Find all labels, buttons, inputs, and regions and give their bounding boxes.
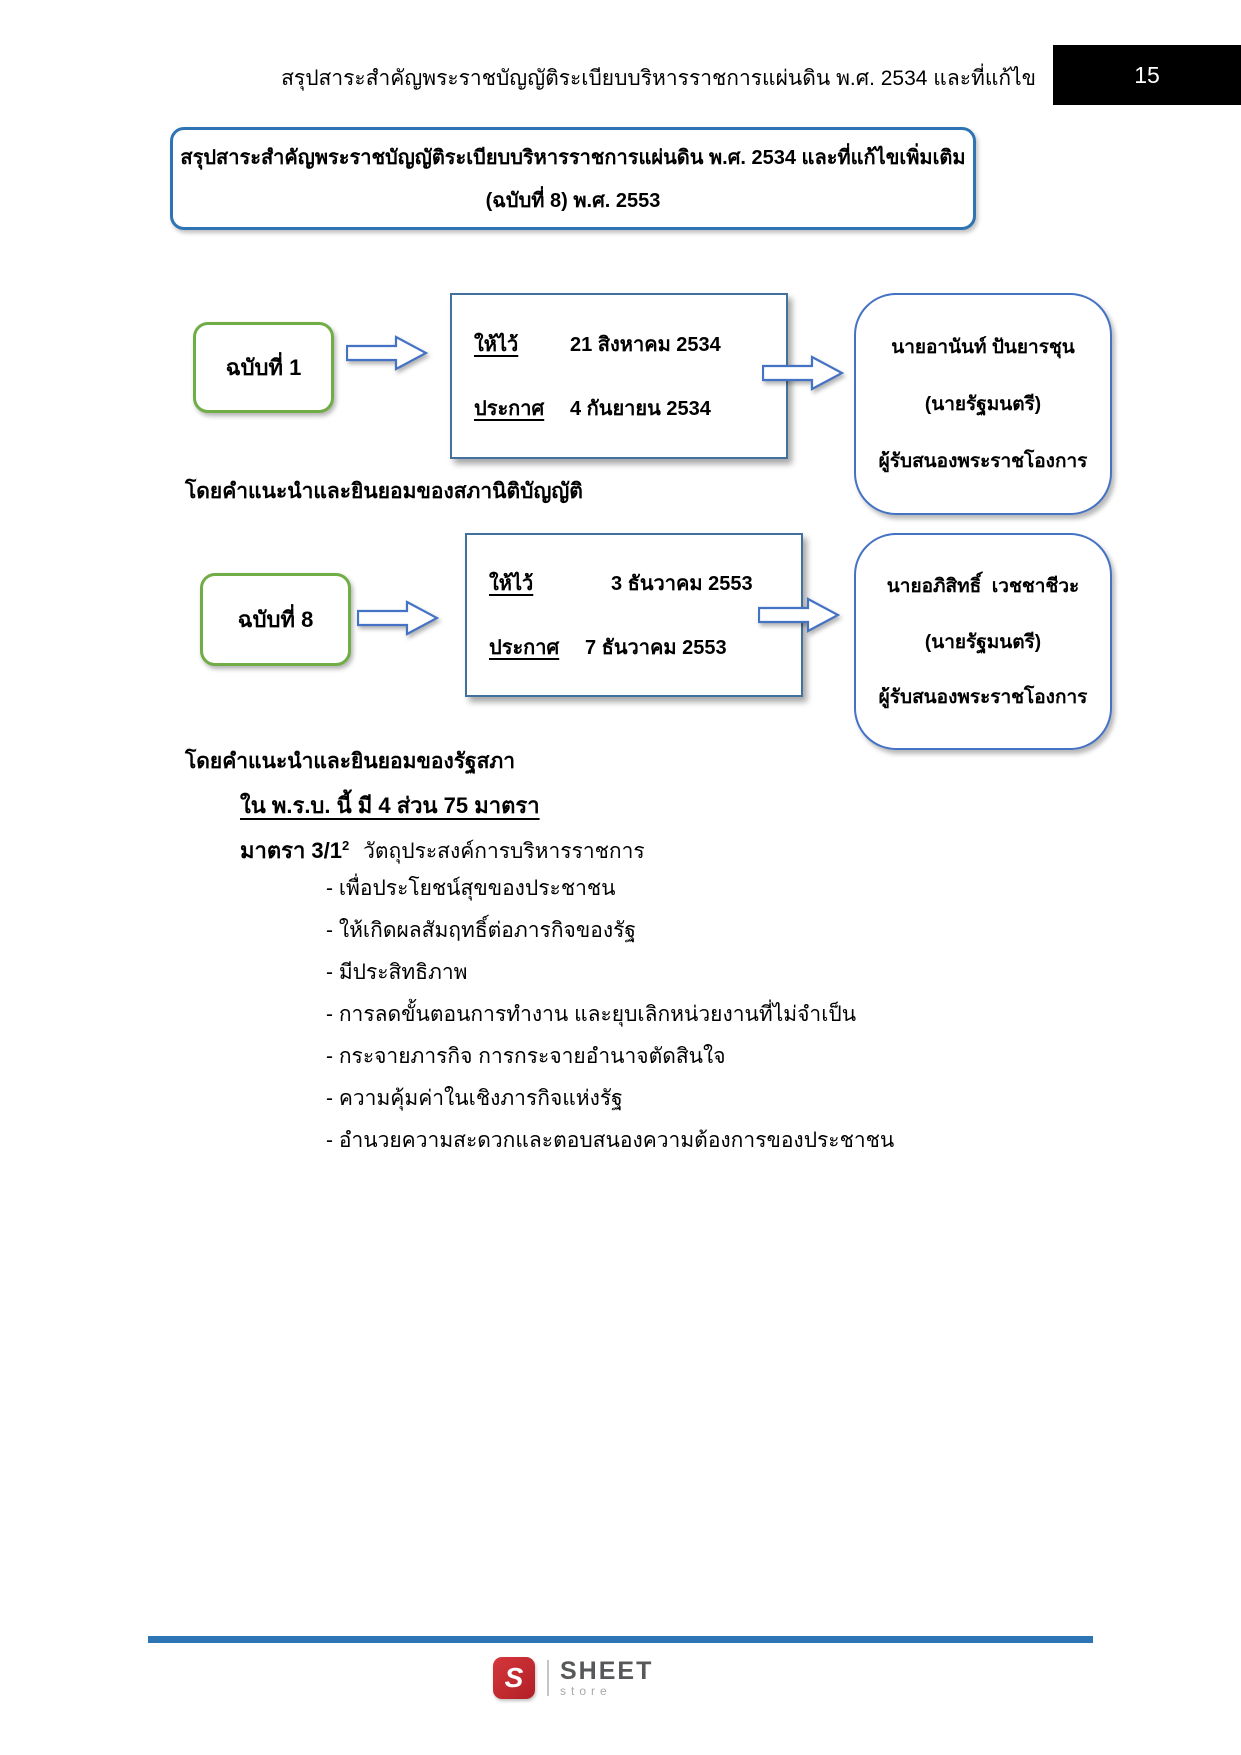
footer-divider-bar [148,1636,1093,1643]
document-title-line2: (ฉบับที่ 8) พ.ศ. 2553 [485,190,661,212]
signer-role: ผู้รับสนองพระราชโองการ [878,687,1088,709]
given-date: 3 ธันวาคม 2553 [611,573,753,595]
edition-1-dates-box: ให้ไว้ 21 สิงหาคม 2534 ประกาศ 4 กันยายน … [450,293,788,459]
edition-8-box: ฉบับที่ 8 [200,573,351,666]
flow-arrow-icon [346,335,428,371]
signer-name: นายอภิสิทธิ์ เวชชาชีวะ [886,575,1080,597]
edition-8-consent-note: โดยคำแนะนำและยินยอมของรัฐสภา [185,750,516,773]
document-title-line1: สรุปสาระสำคัญพระราชบัญญัติระเบียบบริหารร… [180,147,966,169]
given-label: ให้ไว้ [474,333,519,356]
given-date-line: ให้ไว้ 3 ธันวาคม 2553 [489,567,801,599]
edition-1-consent-note: โดยคำแนะนำและยินยอมของสภานิติบัญญัติ [185,480,583,503]
announce-date: 4 กันยายน 2534 [570,398,711,421]
flow-arrow-icon [762,355,844,391]
page-number-box: 15 [1053,45,1241,105]
objective-item: - การลดขั้นตอนการทำงาน และยุบเลิกหน่วยงา… [326,1003,857,1026]
announce-label: ประกาศ [474,398,545,421]
objective-item: - ให้เกิดผลสัมฤทธิ์ต่อภารกิจของรัฐ [326,919,636,942]
document-title-box: สรุปสาระสำคัญพระราชบัญญัติระเบียบบริหารร… [170,127,976,230]
act-summary-heading: ใน พ.ร.บ. นี้ มี 4 ส่วน 75 มาตรา [240,793,540,818]
article-label: มาตรา 3/1 [240,838,343,863]
logo-brand-subtitle: store [560,1684,612,1698]
objective-item: - กระจายภารกิจ การกระจายอำนาจตัดสินใจ [326,1045,726,1068]
signer-title: (นายรัฐมนตรี) [924,631,1042,653]
signer-role: ผู้รับสนองพระราชโองการ [878,451,1088,472]
flow-arrow-icon [357,600,439,636]
objective-item: - ความคุ้มค่าในเชิงภารกิจแห่งรัฐ [326,1087,623,1110]
announce-date-line: ประกาศ 4 กันยายน 2534 [474,392,786,424]
flow-arrow-icon [758,597,840,633]
edition-8-signer-box: นายอภิสิทธิ์ เวชชาชีวะ (นายรัฐมนตรี) ผู้… [854,533,1112,750]
objective-item: - เพื่อประโยชน์สุขของประชาชน [326,877,616,900]
given-label: ให้ไว้ [489,573,534,595]
article-title: วัตถุประสงค์การบริหารราชการ [363,840,645,863]
article-footnote-ref: 2 [342,838,350,853]
given-date-line: ให้ไว้ 21 สิงหาคม 2534 [474,328,786,360]
page-number: 15 [1134,61,1160,88]
sheet-logo-icon: S [493,1657,535,1699]
announce-label: ประกาศ [489,637,560,659]
given-date: 21 สิงหาคม 2534 [570,333,721,356]
logo-divider [547,1660,549,1696]
signer-name: นายอานันท์ ปันยารชุน [891,337,1075,358]
sheet-store-logo: S SHEET store [493,1657,653,1699]
edition-1-box: ฉบับที่ 1 [193,322,334,413]
signer-title: (นายรัฐมนตรี) [924,394,1042,415]
objective-item: - มีประสิทธิภาพ [326,961,468,984]
edition-8-dates-box: ให้ไว้ 3 ธันวาคม 2553 ประกาศ 7 ธันวาคม 2… [465,533,803,697]
objective-item: - อำนวยความสะดวกและตอบสนองความต้องการของ… [326,1129,895,1152]
logo-brand-name: SHEET [560,1657,654,1685]
objectives-list: - เพื่อประโยชน์สุขของประชาชน - ให้เกิดผล… [326,874,894,1168]
announce-date-line: ประกาศ 7 ธันวาคม 2553 [489,631,801,663]
announce-date: 7 ธันวาคม 2553 [585,637,727,659]
logo-text: SHEET store [560,1658,653,1698]
running-header-title: สรุปสาระสำคัญพระราชบัญญัติระเบียบบริหารร… [281,67,1036,90]
edition-1-signer-box: นายอานันท์ ปันยารชุน (นายรัฐมนตรี) ผู้รั… [854,293,1112,515]
article-3-1-line: มาตรา 3/12 วัตถุประสงค์การบริหารราชการ [240,833,645,868]
